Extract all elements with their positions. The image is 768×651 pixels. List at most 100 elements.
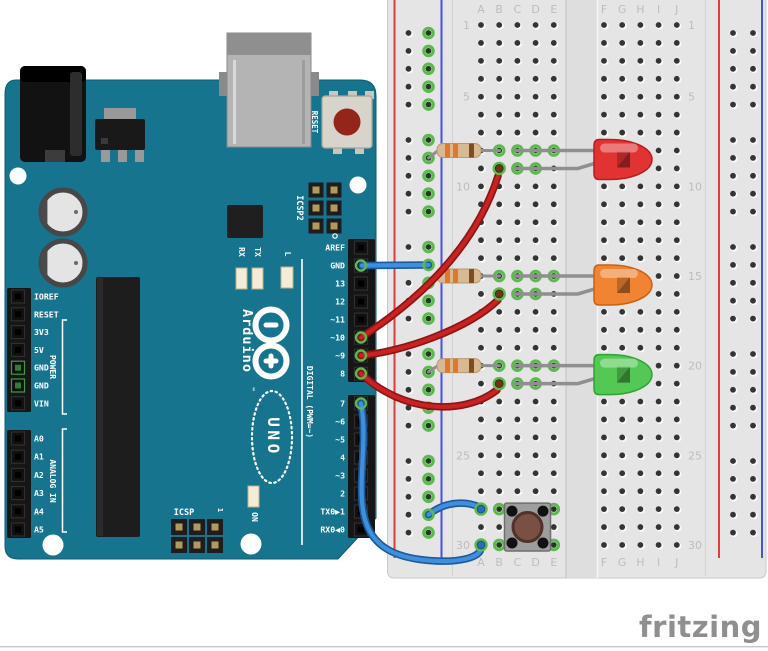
wire-pin10_led_red[interactable]: [357, 172, 502, 342]
breadboard-hole: [673, 291, 680, 297]
breadboard-hole: [730, 65, 736, 72]
breadboard-hole: [673, 183, 680, 190]
pin-label: VIN: [34, 398, 49, 408]
breadboard-hole: [514, 416, 521, 423]
row-number: 25: [688, 449, 702, 462]
breadboard-hole: [405, 422, 412, 429]
breadboard-hole: [673, 165, 680, 172]
breadboard-hole: [673, 452, 680, 459]
breadboard-hole: [673, 542, 680, 548]
breadboard-hole: [550, 470, 557, 477]
connection-ring: [474, 538, 488, 552]
breadboard-hole: [730, 476, 736, 482]
row-number: 10: [688, 180, 702, 193]
usb-interface-chip: [227, 205, 263, 238]
resistor-330[interactable]: [427, 358, 501, 374]
breadboard-hole: [619, 470, 626, 477]
wire-gnd_to_rail[interactable]: [358, 261, 433, 270]
breadboard-hole: [514, 470, 521, 477]
breadboard-hole: [478, 22, 484, 28]
breadboard-hole: [750, 83, 756, 90]
breadboard-hole: [532, 201, 539, 208]
reset-cap[interactable]: [333, 108, 361, 136]
breadboard-hole: [750, 279, 756, 286]
breadboard-hole: [496, 22, 503, 28]
breadboard-hole: [730, 279, 736, 286]
breadboard-hole: [750, 48, 756, 54]
wire-pin9_led_orange[interactable]: [357, 296, 502, 360]
breadboard-hole: [637, 470, 644, 477]
breadboard-hole: [478, 344, 484, 351]
breadboard-hole: [655, 201, 662, 208]
pin-label: AREF: [325, 243, 345, 253]
row-number: 30: [688, 539, 702, 552]
reset-button[interactable]: [321, 91, 374, 154]
breadboard-hole: [425, 190, 432, 197]
breadboard-hole: [637, 57, 644, 64]
breadboard-hole: [514, 434, 521, 441]
breadboard-hole: [405, 190, 412, 197]
connected-hole-ring: [422, 294, 435, 308]
breadboard-hole: [730, 172, 736, 179]
breadboard-hole: [496, 40, 503, 46]
breadboard[interactable]: AABBCCDDEEFFGGHHIIJJ11551010151520202525…: [387, 0, 767, 579]
pin-label: 2: [340, 489, 345, 499]
icsp-pin1-label: 1: [216, 508, 224, 512]
column-label: I: [657, 556, 660, 569]
breadboard-hole: [532, 129, 539, 136]
breadboard-hole: [601, 398, 607, 405]
breadboard-hole: [619, 57, 626, 64]
row-number: 10: [456, 180, 470, 193]
pin-label: ~5: [335, 434, 345, 444]
breadboard-hole: [750, 351, 756, 357]
breadboard-hole: [514, 219, 521, 226]
breadboard-hole: [496, 219, 503, 226]
reset-label: RESET: [310, 111, 319, 134]
breadboard-hole: [532, 75, 539, 82]
pin-socket-hole: [15, 526, 21, 533]
arduino-uno-board[interactable]: AREFGND1312~11~10~987~6~54~32TX0▶1RX0◀0I…: [4, 32, 377, 560]
l-led: [280, 266, 294, 289]
breadboard-hole: [655, 326, 662, 333]
resistor-330[interactable]: [427, 143, 501, 160]
column-label: G: [618, 3, 627, 16]
breadboard-hole: [655, 452, 662, 459]
breadboard-hole: [750, 101, 756, 108]
breadboard-hole: [601, 506, 607, 513]
breadboard-hole: [405, 155, 412, 161]
breadboard-hole: [532, 22, 539, 28]
wire-tip: [494, 163, 504, 173]
on-label: ON: [250, 512, 259, 522]
column-label: D: [531, 556, 539, 569]
pushbutton[interactable]: [503, 502, 552, 552]
breadboard-hole: [425, 65, 432, 72]
pin-label: 13: [335, 279, 345, 289]
breadboard-hole: [655, 93, 662, 100]
connection-overlays: [354, 161, 506, 552]
breadboard-hole: [619, 111, 626, 118]
wire-pin7_button[interactable]: [357, 399, 485, 565]
led-green[interactable]: [513, 353, 653, 396]
pin-label: GND: [34, 381, 49, 391]
column-label: B: [495, 556, 503, 569]
digital-header-strip-1: [348, 239, 375, 382]
pin-label: 4: [340, 452, 345, 462]
breadboard-hole: [637, 398, 644, 405]
breadboard-hole: [601, 183, 607, 190]
breadboard-hole: [730, 351, 736, 357]
column-label: J: [674, 3, 678, 16]
breadboard-hole: [478, 75, 484, 82]
mounting-hole: [349, 176, 367, 194]
breadboard-hole: [514, 398, 521, 405]
breadboard-hole: [637, 237, 644, 244]
breadboard-hole: [405, 244, 412, 250]
led-orange[interactable]: [513, 264, 653, 306]
breadboard-hole: [601, 416, 607, 423]
breadboard-hole: [619, 183, 626, 190]
breadboard-hole: [550, 308, 557, 315]
breadboard-hole: [655, 219, 662, 226]
wire-pin8_led_green[interactable]: [357, 369, 501, 411]
led-red[interactable]: [513, 138, 653, 181]
column-label: J: [674, 556, 678, 569]
breadboard-hole: [532, 183, 539, 190]
